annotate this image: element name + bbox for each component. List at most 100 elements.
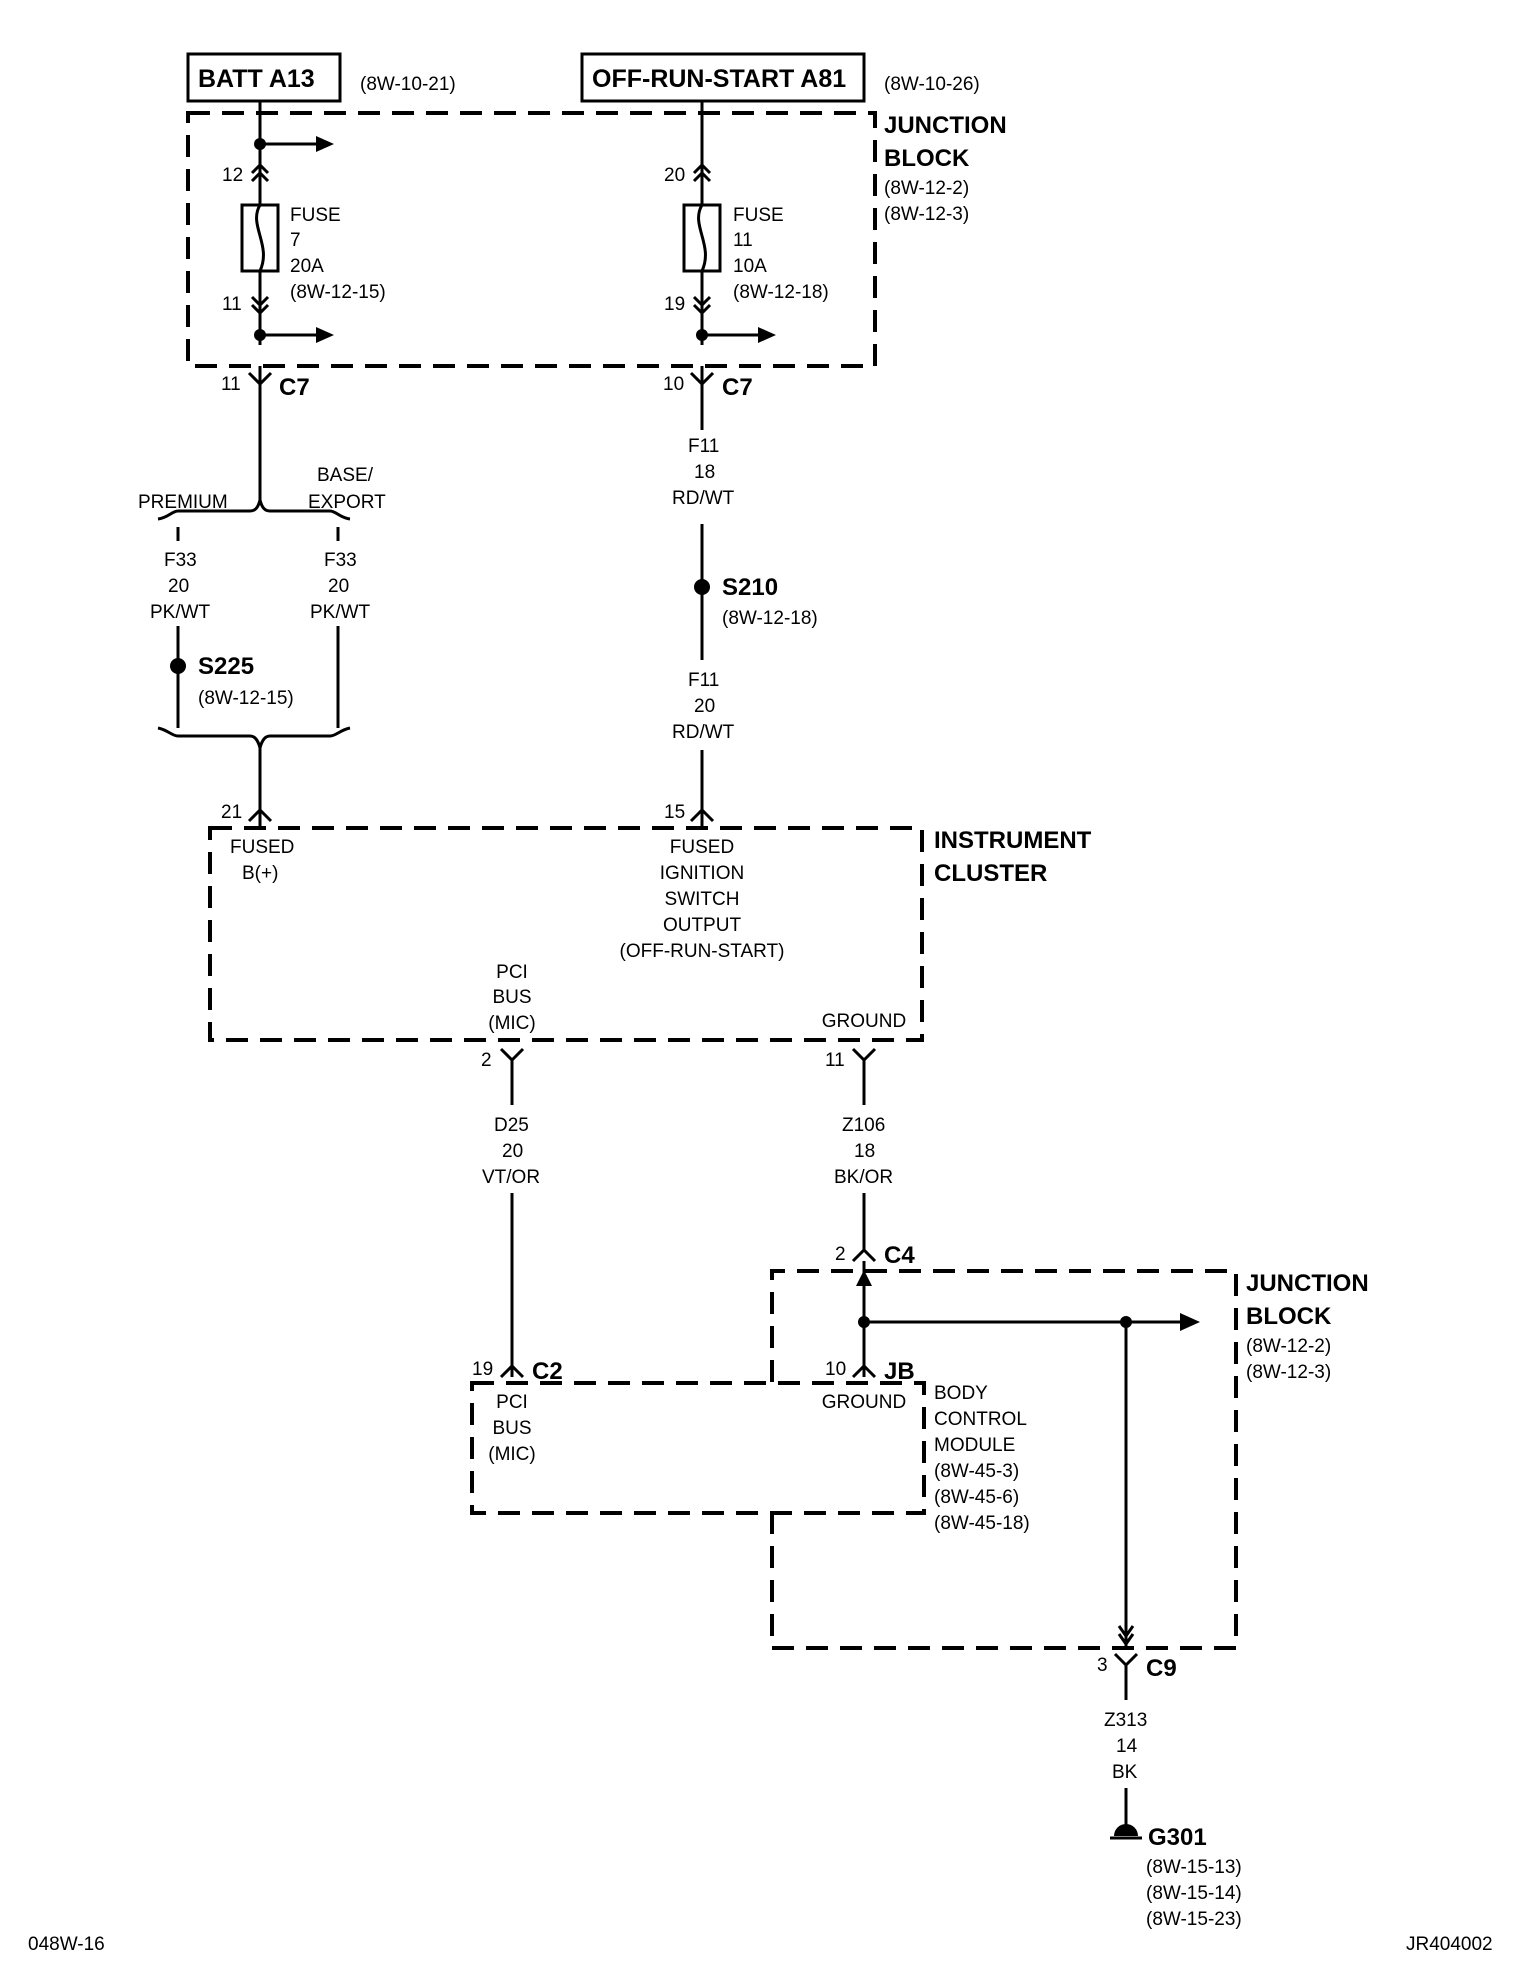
cluster-title-1: INSTRUMENT	[934, 827, 1092, 854]
c7-left-name: C7	[279, 374, 310, 401]
fuse-11-label-3: 10A	[733, 256, 767, 277]
f11-a-color: RD/WT	[672, 488, 735, 509]
cluster-ign-3: SWITCH	[665, 889, 740, 910]
c4-connector	[851, 1247, 877, 1263]
cluster-ground-label: GROUND	[822, 1011, 906, 1032]
batt-a13-ref: (8W-10-21)	[360, 74, 456, 95]
cluster-fused-b-1: FUSED	[230, 837, 294, 858]
f11-b-gauge: 20	[694, 696, 715, 717]
z313-code: Z313	[1104, 1710, 1147, 1731]
g301-name: G301	[1148, 1824, 1207, 1851]
bcm-ground-label: GROUND	[822, 1392, 906, 1413]
g301-ref-1: (8W-15-13)	[1146, 1857, 1242, 1878]
junction-block-top-title-2: BLOCK	[884, 145, 970, 172]
cluster-pin-15-connector	[689, 807, 715, 823]
fuse-7-pin-out: 11	[222, 294, 242, 315]
bcm-ref-2: (8W-45-6)	[934, 1487, 1019, 1508]
c7-left-pin: 11	[221, 374, 241, 395]
c2-pin: 19	[472, 1359, 493, 1380]
junction-block-top-ref-1: (8W-12-2)	[884, 178, 969, 199]
off-run-start-label: OFF-RUN-START A81	[592, 65, 846, 93]
fuse-11-label-4: (8W-12-18)	[733, 282, 829, 303]
option-premium: PREMIUM	[138, 492, 228, 513]
fuse-11-pin-out: 19	[664, 294, 685, 315]
f33-right-color: PK/WT	[310, 602, 371, 623]
option-base-1: BASE/	[317, 465, 374, 486]
d25-color: VT/OR	[482, 1167, 540, 1188]
d25-gauge: 20	[502, 1141, 523, 1162]
cluster-pin-21: 21	[221, 802, 242, 823]
instrument-cluster-outline	[208, 826, 924, 1042]
z106-gauge: 18	[854, 1141, 875, 1162]
fuse-7-label-3: 20A	[290, 256, 324, 277]
fuse-7-label-4: (8W-12-15)	[290, 282, 386, 303]
c9-name: C9	[1146, 1655, 1177, 1682]
f33-right-gauge: 20	[328, 576, 349, 597]
footer-left-code: 048W-16	[28, 1934, 105, 1955]
cluster-title-2: CLUSTER	[934, 860, 1047, 887]
z313-color: BK	[1112, 1762, 1138, 1783]
z313-gauge: 14	[1116, 1736, 1138, 1757]
junction-block-top-outline	[186, 111, 877, 368]
d25-code: D25	[494, 1115, 529, 1136]
c9-pin: 3	[1097, 1655, 1108, 1676]
junction-block-top-ref-2: (8W-12-3)	[884, 204, 969, 225]
fuse-11-circuit	[682, 101, 776, 345]
cluster-pci-3: (MIC)	[488, 1013, 535, 1034]
bcm-title-3: MODULE	[934, 1435, 1015, 1456]
off-run-start-box	[580, 52, 866, 103]
g301-ref-3: (8W-15-23)	[1146, 1909, 1242, 1930]
f33-left-color: PK/WT	[150, 602, 211, 623]
bcm-title-1: BODY	[934, 1383, 988, 1404]
z106-color: BK/OR	[834, 1167, 893, 1188]
cluster-pin-2-connector	[499, 1047, 525, 1063]
jb-connector	[851, 1363, 877, 1379]
f33-left-code: F33	[164, 550, 197, 571]
junction-block-bottom-ref-1: (8W-12-2)	[1246, 1336, 1331, 1357]
batt-a13-box	[186, 52, 342, 103]
cluster-ign-4: OUTPUT	[663, 915, 742, 936]
bcm-ref-3: (8W-45-18)	[934, 1513, 1030, 1534]
cluster-pin-2: 2	[481, 1050, 492, 1071]
c9-connector	[1113, 1652, 1139, 1668]
z106-code: Z106	[842, 1115, 885, 1136]
c4-name: C4	[884, 1242, 915, 1269]
body-control-module-outline	[470, 1381, 926, 1515]
junction-block-bottom-outline	[770, 1269, 1238, 1650]
jb-name: JB	[884, 1358, 915, 1385]
junction-block-bottom-ref-2: (8W-12-3)	[1246, 1362, 1331, 1383]
ground-bus	[856, 1261, 1200, 1648]
fuse-7-label-1: FUSE	[290, 205, 341, 226]
off-run-start-ref: (8W-10-26)	[884, 74, 980, 95]
f33-right-code: F33	[324, 550, 357, 571]
join-brace	[157, 726, 351, 749]
cluster-pin-11-connector	[851, 1047, 877, 1063]
cluster-ign-2: IGNITION	[660, 863, 744, 884]
fuse-11-label-2: 11	[733, 230, 753, 251]
batt-a13-label: BATT A13	[198, 65, 315, 93]
cluster-pin-21-connector	[247, 807, 273, 823]
cluster-ign-5: (OFF-RUN-START)	[620, 941, 785, 962]
ground-icon	[1110, 1824, 1142, 1840]
f33-left-gauge: 20	[168, 576, 189, 597]
bcm-title-2: CONTROL	[934, 1409, 1027, 1430]
s225-splice-dot	[170, 658, 186, 674]
bcm-pci-2: BUS	[492, 1418, 531, 1439]
c7-right-connector	[689, 366, 715, 430]
bcm-ref-1: (8W-45-3)	[934, 1461, 1019, 1482]
option-base-2: EXPORT	[308, 492, 386, 513]
jb-pin: 10	[825, 1359, 846, 1380]
junction-block-bottom-title-2: BLOCK	[1246, 1303, 1332, 1330]
fuse-7-circuit	[240, 101, 334, 345]
fuse-11-label-1: FUSE	[733, 205, 784, 226]
junction-block-bottom-title-1: JUNCTION	[1246, 1270, 1369, 1297]
f11-b-code: F11	[688, 670, 719, 691]
f11-a-gauge: 18	[694, 462, 715, 483]
bcm-pci-3: (MIC)	[488, 1444, 535, 1465]
c2-connector	[499, 1363, 525, 1379]
g301-ref-2: (8W-15-14)	[1146, 1883, 1242, 1904]
s210-ref: (8W-12-18)	[722, 608, 818, 629]
fuse-11-pin-in: 20	[664, 165, 685, 186]
